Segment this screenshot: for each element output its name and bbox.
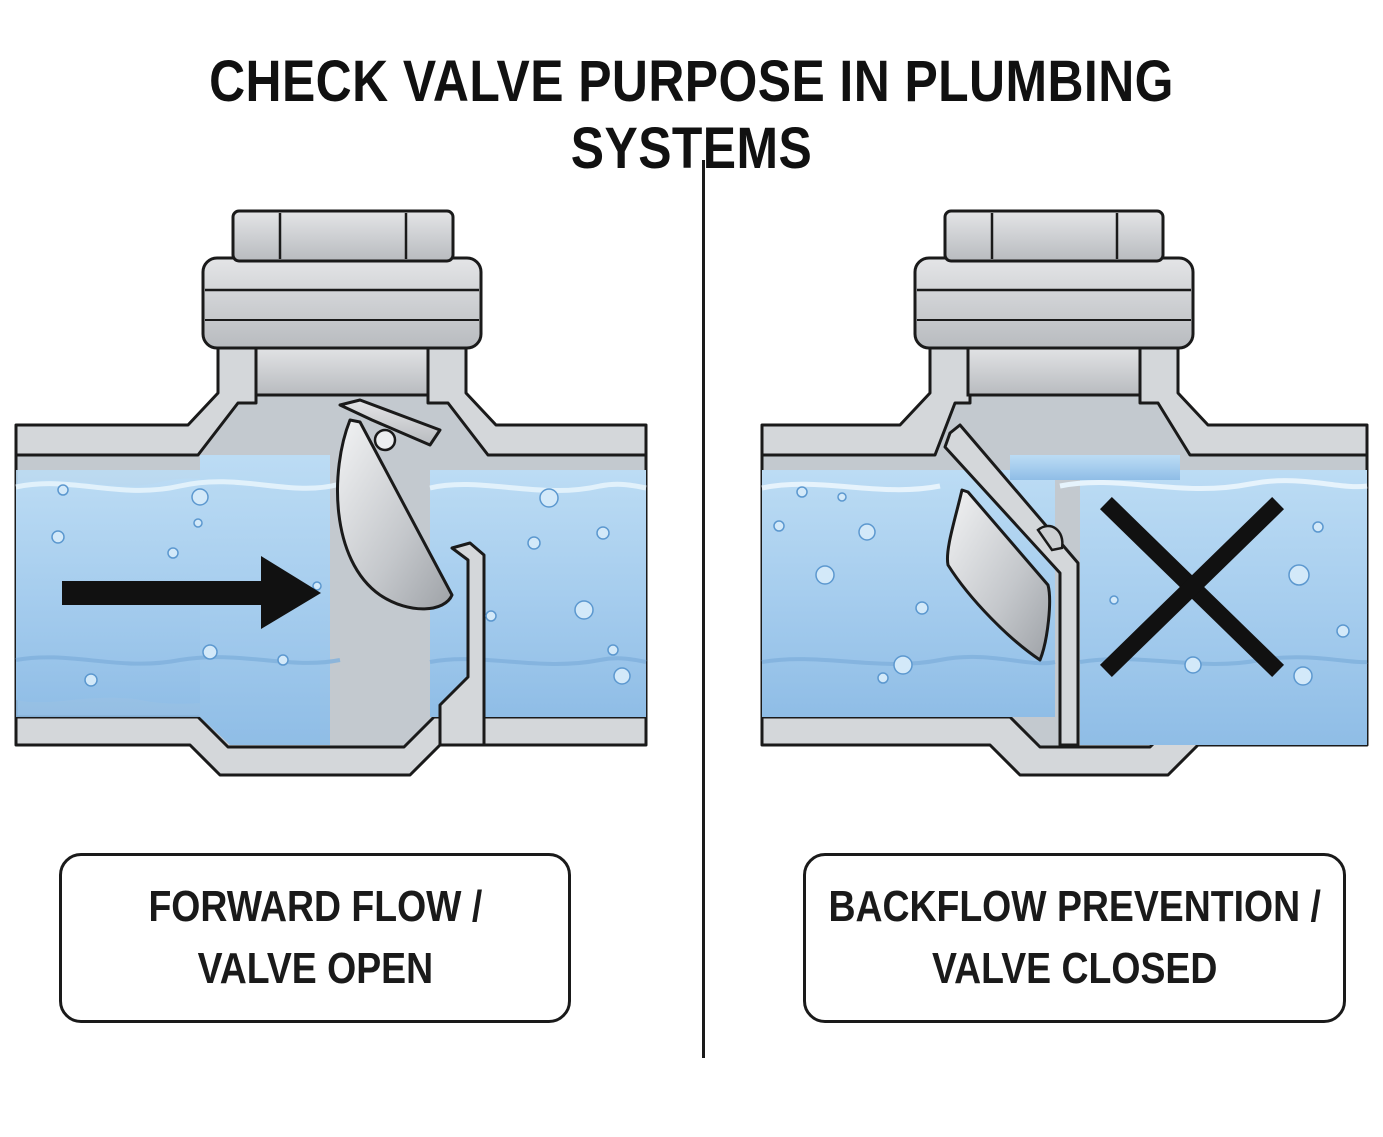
label-forward-flow: FORWARD FLOW / VALVE OPEN: [59, 853, 571, 1023]
bubbles-open: [51, 484, 631, 687]
label-backflow-line1: BACKFLOW PREVENTION /: [828, 882, 1321, 931]
valve-disc-open: [336, 418, 454, 611]
label-backflow-line2: VALVE CLOSED: [931, 944, 1218, 993]
right-arrow-icon: [62, 556, 321, 629]
valve-disc-closed: [945, 488, 1052, 662]
page-title: CHECK VALVE PURPOSE IN PLUMBING SYSTEMS: [209, 49, 1174, 181]
valve-seat-closed: [943, 423, 1080, 747]
bubbles-closed: [773, 486, 1350, 686]
label-forward-flow-line2: VALVE OPEN: [197, 944, 433, 993]
x-mark-icon: [1099, 496, 1285, 678]
valve-open-diagram: [14, 209, 648, 777]
valve-closed-diagram: [760, 209, 1369, 777]
label-forward-flow-line1: FORWARD FLOW /: [148, 882, 482, 931]
label-backflow-prevention: BACKFLOW PREVENTION / VALVE CLOSED: [803, 853, 1346, 1023]
panel-divider: [702, 160, 705, 1058]
valve-seat-open: [438, 541, 486, 747]
